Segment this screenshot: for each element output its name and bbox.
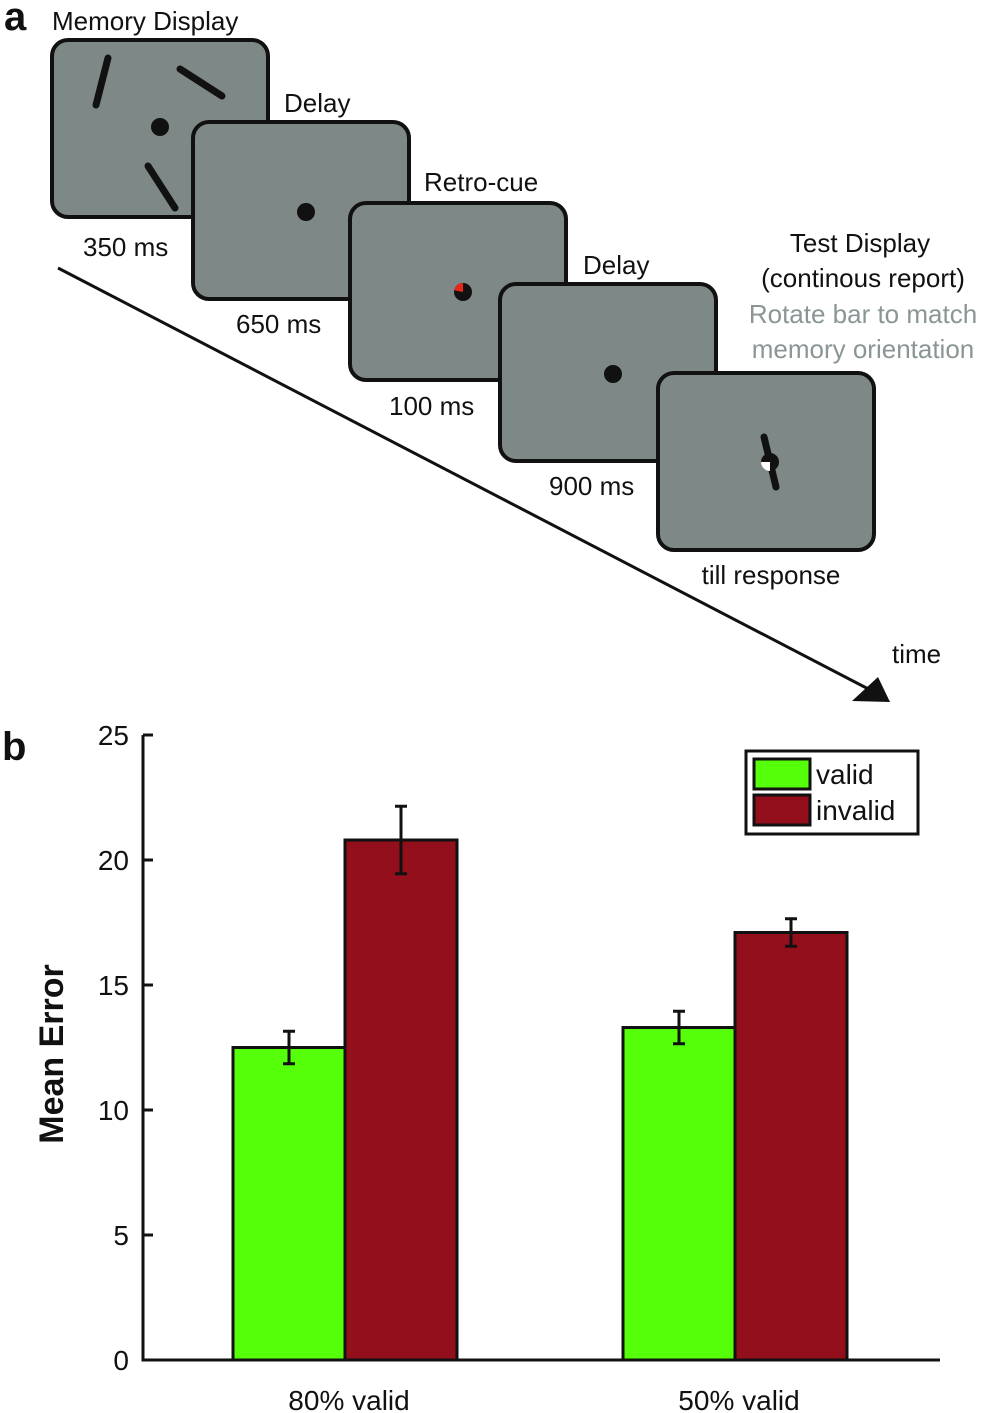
fixation-dot <box>297 203 315 221</box>
frame-2-duration: 650 ms <box>236 309 321 339</box>
legend-label-valid: valid <box>816 759 874 790</box>
y-tick-label: 5 <box>113 1220 129 1251</box>
time-arrow-line <box>57 266 879 696</box>
frame-2-title: Delay <box>284 88 350 118</box>
bar-valid <box>231 1046 347 1362</box>
retro-cue-wedge <box>454 283 463 292</box>
panel-a: a time Memory Display 350 ms Delay 650 m… <box>4 0 977 702</box>
frame-3-duration: 100 ms <box>389 391 474 421</box>
x-category-label: 80% valid <box>288 1385 409 1413</box>
memory-bar-1 <box>92 54 112 109</box>
memory-bar-3 <box>144 162 179 212</box>
time-arrow-head <box>852 677 890 702</box>
x-category-label: 50% valid <box>678 1385 799 1413</box>
bar-invalid <box>733 931 849 1362</box>
legend-label-invalid: invalid <box>816 795 895 826</box>
memory-bar-2 <box>176 65 226 100</box>
bar-valid <box>621 1026 737 1362</box>
frame-5-duration: till response <box>702 560 841 590</box>
frame-1-title: Memory Display <box>52 6 238 36</box>
test-instruction-line-1: Rotate bar to match <box>749 299 977 329</box>
frame-5-title: Test Display <box>790 228 930 258</box>
frame-5-subtitle: (continous report) <box>761 263 965 293</box>
fixation-dot <box>151 118 169 136</box>
legend-swatch-valid <box>752 757 812 791</box>
frame-retro-cue: Retro-cue 100 ms <box>348 167 568 421</box>
mean-error-bar-chart: Mean Error 0 5 10 15 20 25 80% valid 50% valid v… <box>33 720 940 1413</box>
panel-a-letter: a <box>4 0 27 39</box>
frame-4-duration: 900 ms <box>549 471 634 501</box>
y-axis-label: Mean Error <box>33 964 71 1144</box>
frame-1-duration: 350 ms <box>83 232 168 262</box>
probe-wedge <box>761 462 770 471</box>
y-tick-label: 25 <box>98 720 129 751</box>
legend-swatch-invalid <box>752 793 812 827</box>
panel-b: b Mean Error 0 5 10 15 20 25 80% valid 50% vali… <box>2 720 940 1413</box>
y-tick-label: 20 <box>98 845 129 876</box>
y-tick-label: 10 <box>98 1095 129 1126</box>
y-tick-label: 0 <box>113 1345 129 1376</box>
test-instruction-line-2: memory orientation <box>752 334 975 364</box>
frame-test-display: Test Display (continous report) Rotate b… <box>656 228 977 590</box>
fixation-dot <box>604 365 622 383</box>
y-tick-label: 15 <box>98 970 129 1001</box>
time-arrow: time <box>57 266 941 702</box>
bar-invalid <box>343 838 459 1362</box>
panel-b-letter: b <box>2 725 26 769</box>
frame-4-title: Delay <box>583 250 649 280</box>
time-label: time <box>892 639 941 669</box>
frame-3-title: Retro-cue <box>424 167 538 197</box>
